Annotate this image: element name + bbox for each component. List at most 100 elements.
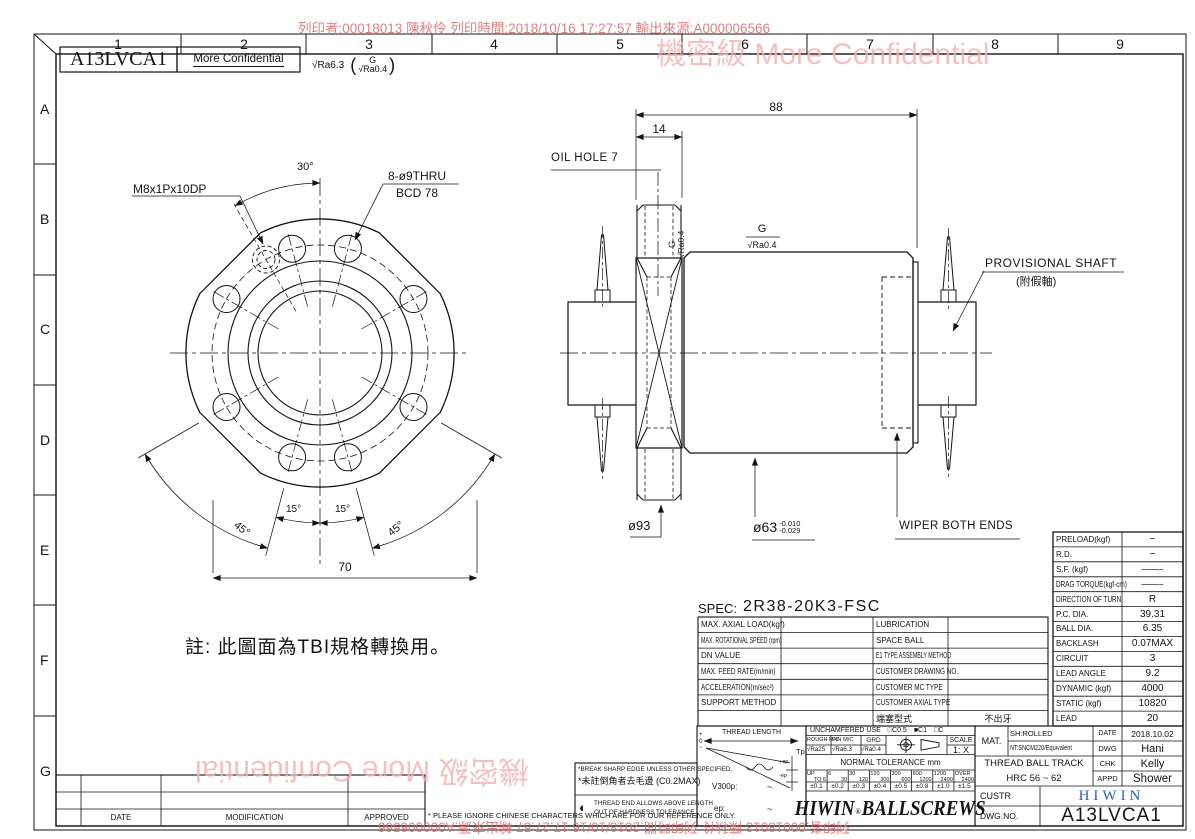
date-label: DATE — [1098, 730, 1117, 737]
property-value: ~ — [1149, 533, 1156, 545]
dia-63-label: ø63 -0.010-0.029 — [753, 517, 800, 537]
appd-label: APPD — [1097, 774, 1118, 783]
note-thread-end-2: OUT OF HARDNESS TOLERANCE — [594, 809, 695, 816]
grd-label: GRD — [866, 736, 881, 744]
note-break-edge-zh: *未註倒角者去毛邊 (C0.2MAX) — [578, 776, 701, 786]
tol-value: ±0.3 — [852, 783, 865, 790]
mat-nut: NT:SNCM220/Equivalent — [1010, 745, 1072, 752]
zone-row-g: G — [40, 763, 51, 779]
unchamfered-label: UNCHAMFERED USE — [810, 727, 881, 735]
spec-row-label: CUSTOMER AXIAL TYPE — [876, 698, 951, 708]
dim-88-label: 88 — [769, 100, 783, 114]
property-label: DIRECTION OF TURN — [1056, 594, 1122, 604]
thread-end-icon: ◐ — [579, 800, 587, 815]
table-grids — [55, 531, 1184, 827]
spec-row-label: MAX. FEED RATE(m/min) — [701, 666, 776, 676]
front-view-drawing — [132, 178, 503, 582]
spec-value: 2R38-20K3-FSC — [743, 598, 881, 615]
finish-ra-top: √Ra0.4 — [747, 239, 777, 250]
property-label: STATIC (kgf) — [1056, 699, 1102, 709]
finish-g-top: G — [757, 223, 767, 235]
dia-63-tol-upper: -0.010 — [779, 518, 801, 528]
mat-label: MAT. — [981, 736, 1002, 746]
bcd-label: BCD 78 — [396, 186, 439, 200]
finish-main-symbol: √Ra6.3 — [312, 59, 345, 71]
spec-row-label: CUSTOMER DRAWING NO. — [876, 666, 959, 676]
property-label: BACKLASH — [1056, 639, 1099, 649]
spec-row-label: SUPPORT METHOD — [701, 698, 777, 708]
v300p-value: ~ — [767, 782, 773, 792]
zone-row-f: F — [40, 652, 49, 668]
scale-label: SCALE — [949, 736, 973, 744]
angle-15-right-label: 15° — [335, 504, 351, 515]
side-view-drawing — [551, 109, 1124, 541]
spec-label: SPEC: — [698, 601, 738, 616]
zone-row-e: E — [40, 542, 50, 558]
chamfer-c05: □C0.5 — [887, 727, 907, 735]
spec-row-label: DN VALUE — [701, 651, 741, 661]
ep-minus-label: -ep — [779, 773, 787, 779]
property-label: P.C. DIA. — [1056, 609, 1089, 619]
watermark-confidential-top: 機密級 More Confidential — [656, 38, 990, 71]
spec-row-label: LUBRICATION — [876, 620, 930, 630]
registered-icon: ® — [855, 807, 862, 816]
ep-plus-label: +ep — [779, 759, 789, 765]
zone-column-8: 8 — [991, 36, 999, 52]
watermark-print-info-top: 列印者:00018013 陳秋伶 列印時間:2018/10/16 17:27:5… — [298, 21, 771, 36]
dia-63-tol-lower: -0.029 — [779, 526, 801, 535]
property-label: DYNAMIC (kgf) — [1056, 684, 1112, 694]
ra63-symbol: √Ra6.3 — [832, 746, 852, 754]
ep-label: ep: — [714, 804, 726, 813]
thread-length-diagram — [703, 737, 799, 791]
watermark-print-info-bottom: 列印者:00018013 陳秋伶 列印時間:2018/10/16 17:27:5… — [378, 819, 851, 835]
property-label: CIRCUIT — [1056, 654, 1089, 664]
plus-zero-minus: +0− — [699, 732, 703, 752]
provisional-shaft-label-zh: (附假軸) — [1016, 276, 1057, 288]
spec-row-label: E1 TYPE ASSEMBLY METHOD — [876, 651, 952, 661]
ignore-chinese-note: * PLEASE IGNORE CHINESE CHARACTERS WHICH… — [428, 811, 736, 820]
header-classification: More Confidential — [193, 52, 284, 67]
rough-mc-label: ROUGH M/C — [807, 737, 840, 744]
property-value: 3 — [1149, 653, 1156, 665]
property-value: 0.07MAX — [1131, 638, 1174, 650]
zone-row-c: C — [40, 321, 51, 337]
spec-row-label: MAX. AXIAL LOAD(kgf) — [701, 620, 785, 630]
logo-ballscrews: BALLSCREWS — [862, 796, 987, 820]
oil-hole-label: OIL HOLE 7 — [551, 152, 619, 164]
property-value: 9.2 — [1145, 668, 1160, 680]
paren-open: ( — [350, 54, 357, 75]
property-label: LEAD ANGLE — [1056, 669, 1106, 679]
zone-column-9: 9 — [1116, 36, 1124, 52]
property-value: 6.35 — [1142, 623, 1163, 635]
dwgno-value: A13LVCA1 — [1061, 805, 1162, 826]
zone-column-3: 3 — [365, 36, 373, 52]
date-value: 2018.10.02 — [1131, 728, 1174, 739]
logo-hiwin: HIWIN — [794, 796, 855, 820]
chamfer-c: □C — [934, 727, 944, 735]
finish-symbol-rotated: G√Ra0.4 — [667, 231, 686, 258]
ep-value: ~ — [767, 804, 773, 814]
property-value: ~ — [1139, 578, 1166, 590]
chk-label: CHK — [1099, 759, 1116, 768]
tbi-note: 註: 此圖面為TBI規格轉換用。 — [185, 637, 451, 658]
chamfer-c1: ■C1 — [913, 727, 927, 735]
angle-30-label: 30° — [297, 161, 314, 173]
revision-modification-header: MODIFICATION — [225, 813, 284, 822]
mat-shaft: SH:ROLLED — [1010, 729, 1053, 738]
zone-row-d: D — [40, 432, 51, 448]
wiper-label: WIPER BOTH ENDS — [899, 520, 1013, 532]
zone-column-5: 5 — [616, 36, 624, 52]
spec-heading: SPEC: 2R38-20K3-FSC — [698, 598, 881, 616]
property-value: 4000 — [1141, 683, 1164, 695]
dia-63-value: ø63 — [753, 519, 778, 535]
endcap-type-value: 不出牙 — [984, 713, 1012, 724]
dim-14-label: 14 — [652, 122, 666, 136]
tol-value: ±0.4 — [873, 783, 887, 790]
property-label: PRELOAD(kgf) — [1056, 534, 1111, 544]
